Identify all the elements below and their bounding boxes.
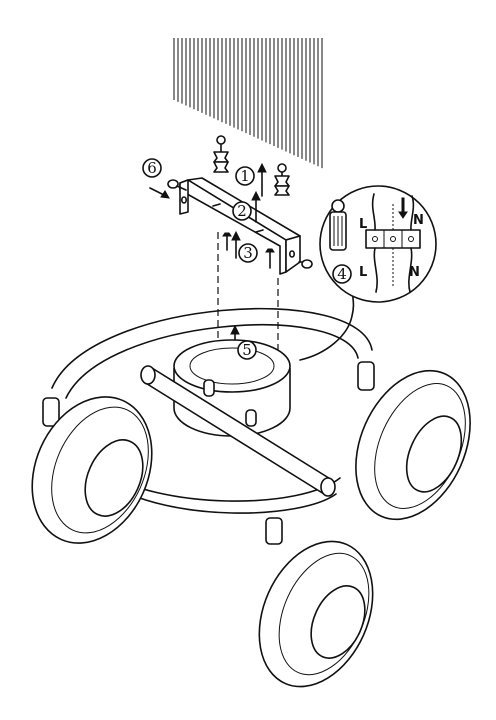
step-4-badge: 4 bbox=[332, 264, 352, 284]
arrow-step-6 bbox=[149, 187, 170, 199]
arrow-step-1 bbox=[257, 162, 267, 197]
step-3-badge: 3 bbox=[238, 243, 258, 263]
wall-plug-left bbox=[213, 135, 229, 173]
side-screw-left bbox=[167, 179, 187, 191]
ceiling-hatching bbox=[173, 38, 323, 169]
label-neutral-top: N bbox=[413, 213, 424, 228]
step-2-badge: 2 bbox=[232, 201, 252, 221]
cross-arm bbox=[140, 365, 336, 497]
canopy-pegs bbox=[203, 379, 257, 427]
label-live-bottom: L bbox=[359, 265, 367, 280]
svg-text:2: 2 bbox=[237, 202, 247, 220]
label-live-top: L bbox=[359, 217, 367, 232]
step-6-badge: 6 bbox=[142, 158, 162, 178]
svg-text:6: 6 bbox=[147, 159, 157, 177]
label-neutral-bottom: N bbox=[409, 265, 420, 280]
step-5-badge: 5 bbox=[237, 340, 257, 360]
spot-lamp-left bbox=[31, 396, 153, 544]
screwdriver-icon bbox=[329, 199, 347, 251]
svg-text:4: 4 bbox=[337, 265, 347, 283]
spot-lamp-bottom bbox=[258, 517, 374, 688]
side-screw-right bbox=[298, 259, 313, 269]
svg-text:3: 3 bbox=[243, 244, 253, 262]
wall-plug-right bbox=[274, 163, 290, 196]
arrow-insert-wire bbox=[398, 197, 408, 219]
svg-text:1: 1 bbox=[240, 167, 250, 185]
arrow-step-3 bbox=[231, 230, 241, 259]
arrow-step-2 bbox=[251, 190, 261, 223]
spot-lamp-right bbox=[355, 361, 471, 521]
bracket-screws bbox=[222, 232, 275, 269]
supply-cable bbox=[299, 281, 355, 361]
step-1-badge: 1 bbox=[235, 166, 255, 186]
svg-text:5: 5 bbox=[242, 341, 252, 359]
wiring-detail-callout: L N L N bbox=[319, 185, 437, 303]
